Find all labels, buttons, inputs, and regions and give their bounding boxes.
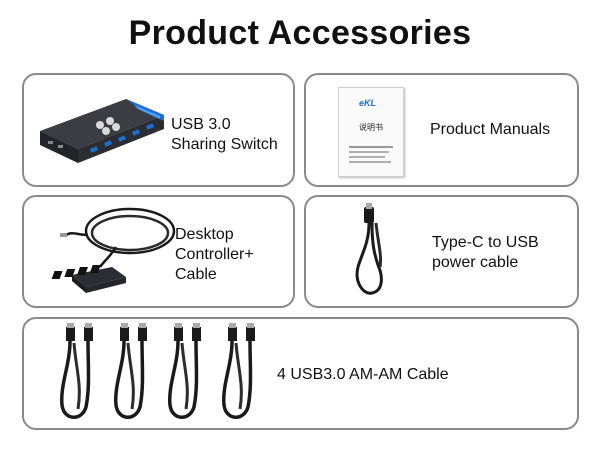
manual-icon: eKL 说明书 [338, 87, 404, 177]
manual-heading: 说明书 [359, 123, 383, 132]
card-usb-am-cables: 4 USB3.0 AM-AM Cable [22, 317, 579, 430]
page-title: Product Accessories [128, 14, 472, 52]
card-product-manuals: eKL 说明书 Product Manuals [304, 73, 579, 187]
item-label-usb-am-cables: 4 USB3.0 AM-AM Cable [277, 366, 449, 383]
desktop-controller-icon [51, 207, 176, 293]
usb-switch-icon [40, 99, 164, 163]
item-label-typec-cable: Type-C to USB power cable [432, 234, 539, 271]
item-label-usb-switch: USB 3.0 Sharing Switch [171, 116, 278, 153]
item-label-desktop-controller: Desktop Controller+ Cable [175, 226, 254, 283]
manual-brand: eKL [359, 98, 377, 108]
card-typec-cable: Type-C to USB power cable [304, 195, 579, 308]
usb-am-cable-icon [59, 321, 257, 420]
item-label-product-manuals: Product Manuals [430, 121, 551, 138]
card-usb-switch: USB 3.0 Sharing Switch [22, 73, 295, 187]
typec-cable-icon [355, 203, 383, 295]
card-desktop-controller: Desktop Controller+ Cable [22, 195, 295, 308]
